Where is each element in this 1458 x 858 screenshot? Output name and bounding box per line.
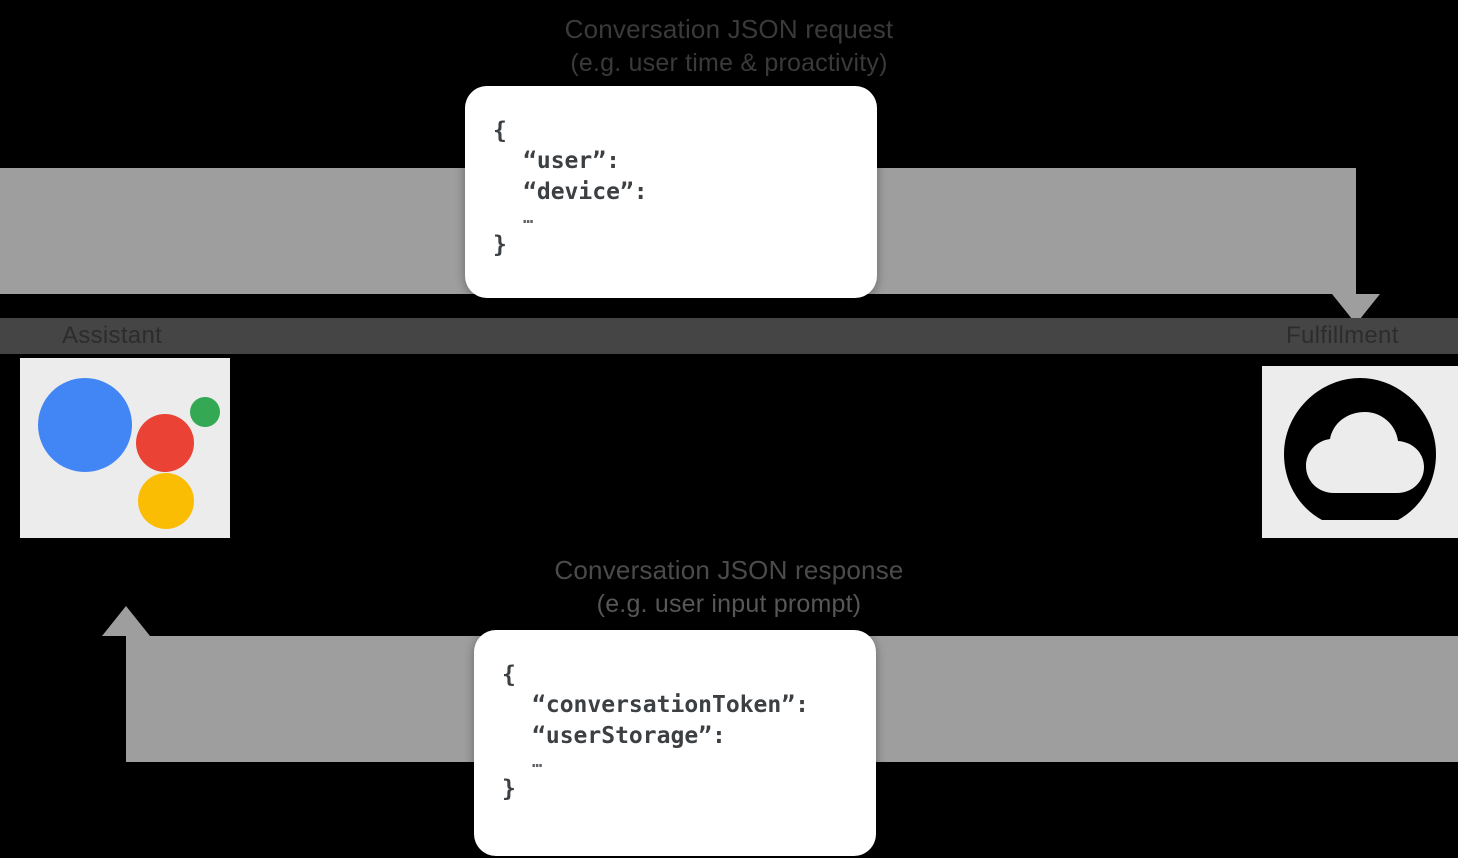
- label-fulfillment: Fulfillment: [1286, 322, 1399, 349]
- assistant-dot-blue-icon: [38, 378, 132, 472]
- google-assistant-icon: [20, 358, 230, 538]
- json-request-line-1: “user”:: [523, 148, 620, 175]
- json-response-line-3: …: [532, 752, 543, 773]
- caption-request: Conversation JSON request (e.g. user tim…: [0, 14, 1458, 78]
- json-request-line-2: “device”:: [523, 178, 648, 205]
- json-request-line-4: }: [493, 231, 507, 258]
- caption-request-line2: (e.g. user time & proactivity): [570, 48, 888, 77]
- json-request-line-3: …: [523, 208, 534, 229]
- cloud-icon: [1262, 366, 1458, 538]
- channel-band: [0, 318, 1458, 354]
- caption-request-line1: Conversation JSON request: [564, 14, 894, 44]
- json-request-card: { “user”: “device”: … }: [465, 86, 877, 298]
- assistant-dot-red-icon: [136, 414, 194, 472]
- assistant-dot-yellow-icon: [138, 473, 194, 529]
- json-request-line-0: {: [493, 118, 507, 144]
- json-response-line-2: “userStorage”:: [532, 722, 726, 749]
- caption-response-line2: (e.g. user input prompt): [596, 589, 862, 618]
- assistant-dot-green-icon: [190, 397, 220, 427]
- json-response-card: { “conversationToken”: “userStorage”: … …: [474, 630, 876, 856]
- response-arrow-head-icon: [102, 606, 150, 636]
- caption-response-line1: Conversation JSON response: [554, 555, 904, 585]
- json-response-line-0: {: [502, 662, 516, 688]
- json-response-line-4: }: [502, 775, 516, 802]
- label-assistant: Assistant: [62, 322, 163, 349]
- caption-response: Conversation JSON response (e.g. user in…: [0, 555, 1458, 619]
- json-response-line-1: “conversationToken”:: [532, 692, 809, 719]
